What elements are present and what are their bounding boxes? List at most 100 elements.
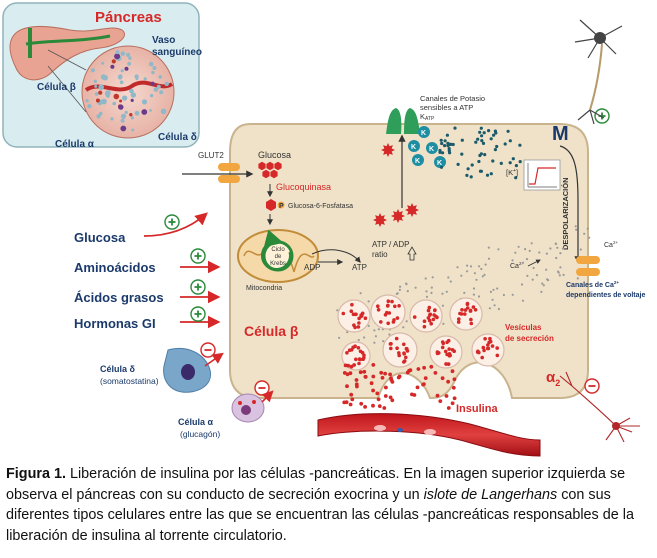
islet-cell [134,74,139,79]
calcium-dot [441,304,444,307]
islet-cell [130,116,134,120]
islet-cell [129,113,133,117]
insulin-granule [423,376,428,380]
calcium-dot [405,320,408,323]
insulin-granule [407,368,411,373]
insulin-granule [363,405,367,409]
calcium-dot [473,272,476,275]
calcium-dot [535,274,539,277]
islet-cell [119,99,123,103]
vesicle-granule [447,347,452,351]
islet-cell [149,109,152,112]
plus-icon [164,214,180,230]
potassium-dot [439,165,444,169]
vesicle-granule [345,351,349,355]
vesicle-granule [433,308,437,313]
k-atp-channel-icon [386,108,420,134]
g6p-label: Glucosa-6-Fosfatasa [288,203,353,210]
potassium-dot [503,142,507,146]
vesicle-granule [393,304,397,309]
insulin-granule [388,372,392,377]
calcium-dot [514,251,517,254]
vesicle-granule [404,355,408,360]
vesicle-granule [427,305,432,310]
potassium-dot [508,139,512,143]
vesicle-granule [426,316,431,320]
potassium-dot [441,151,445,155]
neuron-top-soma [594,32,606,44]
islet-cell [153,87,159,92]
calcium-dot [521,261,525,264]
vesicle-granule [376,308,381,312]
islet-cell [118,74,123,79]
calcium-dot [511,259,514,262]
vesicle-granule [357,361,361,366]
islet-cell [113,93,120,100]
vesicles-label-1: Vesículas [505,323,542,332]
potassium-dot [443,144,447,148]
calcium-dot [477,295,481,298]
potassium-dot [489,137,493,141]
potassium-dot [460,152,464,156]
calcium-dot [549,247,552,250]
calcium-dot [558,274,561,277]
calcium-dot [517,245,520,248]
input-stimuli: Glucosa Aminoácidos Ácidos grasos Hormon… [74,212,221,331]
potassium-dot [443,139,447,143]
alpha-inhibitor-label-1: Célula α [178,417,214,427]
m-label: M [552,123,569,145]
vesicle-granule [360,311,365,316]
potassium-dot [440,141,444,146]
potassium-dot [514,176,518,180]
islet-cell [152,66,157,70]
potassium-dot [478,130,482,134]
inset-alpha-cell-label: Célula α [55,139,95,150]
ca-inside-label: Ca2+ [510,261,524,270]
insulin-granule [433,371,438,375]
vesicle-granule [460,308,464,312]
vesicle-granule [463,312,467,316]
calcium-dot [469,265,473,268]
calcium-dot [466,270,469,273]
calcium-dot [554,242,557,246]
mitochondria-label: Mitocondria [246,285,282,292]
calcium-dot [382,340,385,343]
vesicle-granule [495,346,500,350]
insulin-granule [352,363,356,367]
potassium-dot [508,161,512,165]
insulin-granule [343,363,348,368]
calcium-dot [488,307,491,310]
potassium-dot [469,175,473,179]
calcium-dot [559,252,562,255]
vesicle-granule [468,308,473,313]
adp-label: ADP [304,263,320,272]
calcium-dot [528,249,531,252]
potassium-dot [492,133,496,137]
calcium-dot [373,329,376,332]
vesicle-granule [402,352,407,356]
glucose-hexagon [262,169,270,179]
vesicle-granule [356,325,361,329]
potassium-ion [426,142,438,154]
calcium-dot [561,247,565,250]
calcium-dot [346,331,349,334]
calcium-dot [520,283,524,286]
vesicle-granule [440,345,445,350]
islet-cell [96,114,101,119]
potassium-dot [453,126,457,130]
calcium-dot [466,264,469,267]
vesicle-granule [386,321,391,326]
calcium-dot [583,232,586,235]
calcium-dot [525,258,529,261]
calcium-dot [445,290,448,293]
insulin-granules-icon [342,362,457,410]
calcium-dot [557,271,560,274]
k-channel-label-3: KATP [420,112,435,122]
potassium-dot [493,148,497,152]
atp-adp-ratio-label-1: ATP / ADP [372,240,410,249]
islet-cell [160,108,167,115]
islet-cell [87,104,92,109]
vesicle-granule [352,323,356,328]
secretory-vesicle [337,299,371,333]
